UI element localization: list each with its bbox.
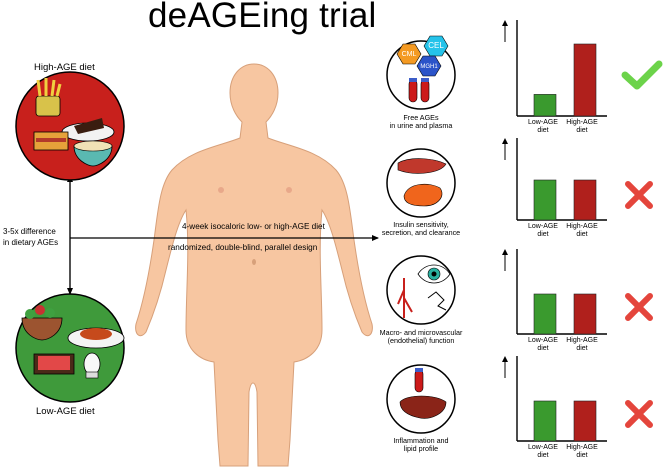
dietary-difference-label: 3-5x difference in dietary AGEs [3,227,59,247]
outcome-circle-vascular [386,255,456,325]
bar-low-age [533,94,557,117]
muscle-icon [397,158,447,174]
cross-icon [625,293,653,321]
fries-icon [35,95,61,117]
human-body [135,63,373,467]
cml-label: CML [402,51,417,58]
bar-low-age [533,293,557,335]
low-age-diet-circle [15,293,125,403]
body-detail [252,259,256,265]
increase-arrowhead [502,356,508,362]
bowl-icon [73,145,113,167]
bar-high-age [573,293,597,335]
cake-icon [74,118,104,134]
cml-hexagon-icon [396,43,422,65]
intervention-line-2: randomized, double-blind, parallel desig… [168,243,318,252]
outcome-label-free-ages: Free AGEs in urine and plasma [389,113,453,131]
outcome-circle-insulin [386,148,456,218]
bar-chart-insulin [502,138,607,221]
outcome-label-inflammation: Inflammation and lipid profile [393,436,449,454]
check-icon [621,60,663,90]
salad-bowl-icon [21,317,63,341]
increase-arrowhead [502,20,508,26]
bar-low-age [533,179,557,221]
low-age-diet-label: Low-AGE diet [36,406,95,417]
increase-arrowhead [502,138,508,144]
outcome-label-vascular: Macro- and microvascular (endothelial) f… [379,328,463,346]
bar-high-age [573,43,597,117]
page-title: deAGEing trial [148,0,377,35]
high-age-diet-circle [15,71,125,181]
mgh1-label: MGH1 [420,64,438,70]
pancreas-icon [403,183,443,207]
bar-high-age [573,400,597,442]
intervention-line-1: 4-week isocaloric low- or high-AGE diet [182,222,325,231]
bar-high-age [573,179,597,221]
bar-low-age [533,400,557,442]
artery-icon [397,278,413,318]
outcome-circle-free-ages: CML CEL MGH1 [386,35,456,110]
blood-tube-icon [408,78,430,103]
outcome-circle-inflammation [386,364,456,434]
bar-chart-vascular [502,249,607,335]
bar-chart-inflammation [502,356,607,442]
liver-icon [399,395,447,419]
blood-tube-icon [414,368,424,393]
microvessel-icon [427,291,447,311]
increase-arrowhead [502,249,508,255]
bar-chart-free-ages [502,20,607,117]
outcome-label-insulin: Insulin sensitivity, secretion, and clea… [381,220,461,238]
high-age-diet-label: High-AGE diet [34,62,95,73]
body-detail [218,187,224,193]
cross-icon [625,181,653,209]
mgh1-hexagon-icon [416,55,442,77]
cross-icon [625,400,653,428]
body-detail [286,187,292,193]
cel-label: CEL [428,41,444,50]
